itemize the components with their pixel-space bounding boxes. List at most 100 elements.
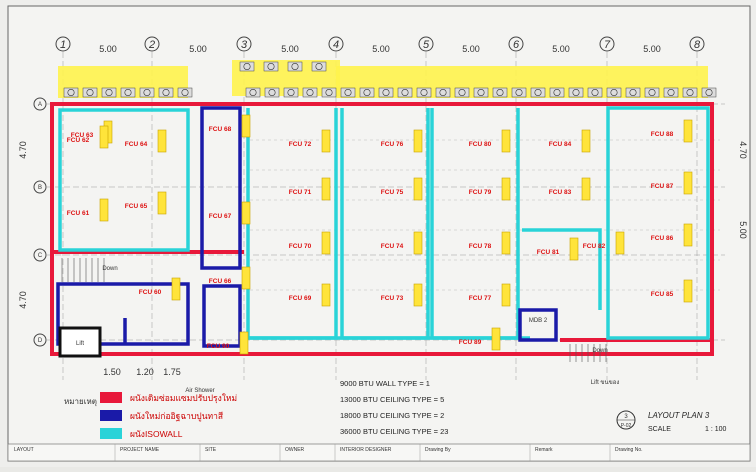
grid-marker-3: 3 <box>236 36 252 52</box>
isowall-room <box>606 106 710 340</box>
title-block-project: PROJECT NAME <box>120 447 160 453</box>
fcu-unit-body <box>501 177 511 201</box>
cdu-unit <box>101 87 117 98</box>
fcu-unit-body <box>501 283 511 307</box>
grid-column-markers: 1 2 3 4 5 6 7 8 5.00 5.00 5.00 5.00 5.00… <box>55 36 705 54</box>
btu-note: 36000 BTU CEILING TYPE = 23 <box>340 427 448 436</box>
dim-right-1: 4.70 <box>738 141 748 159</box>
fcu-unit-body <box>241 114 251 138</box>
cdu-unit <box>644 87 660 98</box>
fcu-unit-body <box>241 201 251 225</box>
fcu-unit-body <box>239 331 249 355</box>
title-block-layout: LAYOUT <box>14 447 34 453</box>
fcu-label: FCU 76 <box>381 141 404 148</box>
grid-marker-1: 1 <box>55 36 71 52</box>
fcu-label: FCU 79 <box>469 189 492 196</box>
grid-marker-2: 2 <box>144 36 160 52</box>
dim-top-1: 5.00 <box>99 44 117 54</box>
fcu-unit-body <box>321 177 331 201</box>
fcu-unit-body <box>241 266 251 290</box>
fcu-unit-body <box>413 177 423 201</box>
grid-marker-6: 6 <box>508 36 524 52</box>
fcu-label: FCU 70 <box>289 243 312 250</box>
cdu-unit <box>120 87 136 98</box>
brick-room <box>202 284 242 348</box>
title-block: LAYOUT PROJECT NAME SITE OWNER INTERIOR … <box>7 443 751 462</box>
cdu-unit <box>606 87 622 98</box>
stairs-left <box>61 258 105 282</box>
cdu-unit <box>530 87 546 98</box>
cdu-unit <box>82 87 98 98</box>
cdu-unit <box>302 87 318 98</box>
cdu-unit <box>359 87 375 98</box>
plan-title: 3 P-02 LAYOUT PLAN 3 SCALE 1 : 100 <box>616 410 727 433</box>
fcu-label: FCU 75 <box>381 189 404 196</box>
cdu-unit <box>473 87 489 98</box>
fcu-unit-body <box>581 129 591 153</box>
cdu-unit <box>283 87 299 98</box>
brick-room <box>200 106 242 270</box>
brick-room <box>518 308 558 342</box>
btu-notes: 9000 BTU WALL TYPE = 1 13000 BTU CEILING… <box>340 379 448 436</box>
legend-label-brick: ผนังใหม่ก่ออิฐฉาบปูนทาสี <box>130 411 224 422</box>
svg-text:3: 3 <box>241 39 248 51</box>
fcu-unit-body <box>491 327 501 351</box>
plan-title-text: LAYOUT PLAN 3 <box>648 411 710 420</box>
fcu-unit-body <box>501 231 511 255</box>
btu-note: 13000 BTU CEILING TYPE = 5 <box>340 395 444 404</box>
fcu-unit-body <box>413 231 423 255</box>
legend-label-existing: ผนังเดิมซ่อมแซมปรับปรุงใหม่ <box>130 393 237 404</box>
legend-swatch-brick <box>100 410 122 421</box>
fcu-label: FCU 83 <box>549 189 572 196</box>
svg-text:8: 8 <box>694 39 701 51</box>
legend-title: หมายเหตุ <box>64 397 97 406</box>
dim-top-2: 5.00 <box>189 44 207 54</box>
fcu-unit-body <box>581 177 591 201</box>
fcu-unit-body <box>413 283 423 307</box>
fcu-label: FCU 74 <box>381 243 404 250</box>
fcu-label: FCU 89 <box>459 339 482 346</box>
fcu-label: FCU 73 <box>381 295 404 302</box>
cdu-unit <box>321 87 337 98</box>
cdu-unit <box>492 87 508 98</box>
cdu-unit <box>63 87 79 98</box>
air-shower-label: Air Shower <box>185 388 214 394</box>
dim-left-2: 4.70 <box>18 291 28 309</box>
fcu-label: FCU 66 <box>209 278 232 285</box>
fcu-label: FCU 84 <box>549 141 572 148</box>
fcu-label: FCU 90 <box>207 343 230 350</box>
dim-top-3: 5.00 <box>281 44 299 54</box>
grid-marker-5: 5 <box>418 36 434 52</box>
legend-label-isowall: ผนังISOWALL <box>130 429 183 439</box>
dim-bottom-3: 1.75 <box>163 367 181 377</box>
fcu-label: FCU 65 <box>125 203 148 210</box>
svg-text:4: 4 <box>333 39 339 51</box>
cdu-unit <box>378 87 394 98</box>
plan-sheet-ref: P-02 <box>621 423 632 429</box>
lift-label: Lift <box>76 341 84 347</box>
svg-text:D: D <box>38 338 43 344</box>
fcu-unit-body <box>99 125 109 149</box>
title-block-designer: INTERIOR DESIGNER <box>340 447 392 453</box>
title-block-site: SITE <box>205 447 217 453</box>
dim-bottom-2: 1.20 <box>136 367 154 377</box>
fcu-label: FCU 71 <box>289 189 312 196</box>
fcu-label: FCU 72 <box>289 141 312 148</box>
dim-top-5: 5.00 <box>462 44 480 54</box>
fcu-unit-body <box>683 119 693 143</box>
cdu-unit <box>701 87 717 98</box>
title-block-owner: OWNER <box>285 447 305 453</box>
cdu-unit <box>264 87 280 98</box>
fcu-label: FCU 68 <box>209 126 232 133</box>
fcu-unit-body <box>99 198 109 222</box>
title-block-drawing-by: Drawing By <box>425 447 451 453</box>
cdu-unit <box>397 87 413 98</box>
scale-value: 1 : 100 <box>705 426 727 433</box>
svg-text:6: 6 <box>513 39 520 51</box>
lift-goods-label: Lift ขนของ <box>591 380 620 386</box>
cdu-unit <box>139 87 155 98</box>
cdu-unit <box>177 87 193 98</box>
